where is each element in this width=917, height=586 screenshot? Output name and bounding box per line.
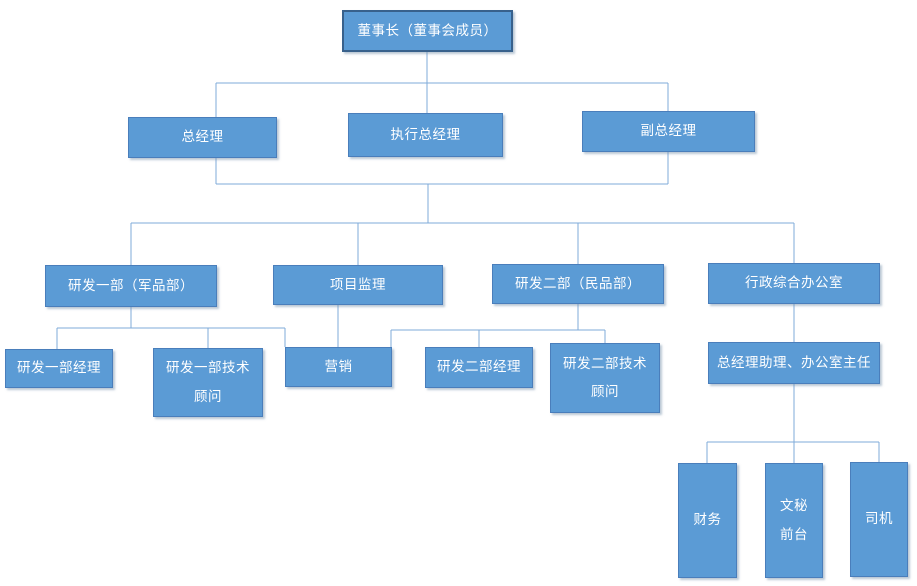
org-node-executive-gm[interactable]: 执行总经理 [348, 113, 503, 157]
org-node-gm-assistant[interactable]: 总经理助理、办公室主任 [708, 342, 880, 384]
org-node-finance[interactable]: 财务 [678, 463, 737, 578]
org-node-rd1-tech-advisor[interactable]: 研发一部技术 顾问 [153, 348, 263, 417]
org-node-label: 司机 [865, 511, 893, 528]
org-node-label: 文秘 前台 [780, 498, 808, 543]
org-node-label: 研发一部（军品部） [68, 277, 194, 294]
org-node-label: 研发一部技术 顾问 [166, 360, 250, 405]
org-node-label: 研发一部经理 [17, 360, 101, 377]
org-node-rd2-manager[interactable]: 研发二部经理 [425, 347, 533, 388]
org-node-label: 总经理 [181, 129, 224, 146]
org-node-rd1-manager[interactable]: 研发一部经理 [5, 349, 113, 388]
org-node-label: 执行总经理 [390, 126, 461, 143]
org-node-label: 行政综合办公室 [745, 275, 843, 292]
org-node-general-manager[interactable]: 总经理 [128, 117, 277, 158]
org-node-label: 营销 [324, 358, 353, 375]
org-node-label: 研发二部经理 [437, 359, 521, 376]
org-node-secretary-reception[interactable]: 文秘 前台 [765, 463, 823, 578]
org-node-driver[interactable]: 司机 [850, 462, 908, 577]
org-node-rd-dept1[interactable]: 研发一部（军品部） [45, 265, 217, 307]
org-node-label: 研发二部技术 顾问 [563, 355, 647, 400]
org-node-marketing[interactable]: 营销 [285, 347, 392, 387]
org-node-deputy-gm[interactable]: 副总经理 [582, 111, 755, 152]
org-node-label: 项目监理 [330, 276, 386, 293]
org-node-chairman[interactable]: 董事长（董事会成员） [342, 10, 513, 52]
org-node-project-supervision[interactable]: 项目监理 [273, 265, 443, 305]
org-node-label: 研发二部（民品部） [515, 275, 641, 292]
org-node-label: 总经理助理、办公室主任 [717, 354, 871, 371]
org-node-label: 财务 [693, 512, 722, 529]
org-node-admin-office[interactable]: 行政综合办公室 [708, 263, 880, 304]
org-node-label: 董事长（董事会成员） [357, 22, 498, 39]
org-node-label: 副总经理 [640, 123, 697, 140]
org-node-rd2-tech-advisor[interactable]: 研发二部技术 顾问 [550, 343, 660, 413]
org-node-rd-dept2[interactable]: 研发二部（民品部） [492, 264, 664, 304]
